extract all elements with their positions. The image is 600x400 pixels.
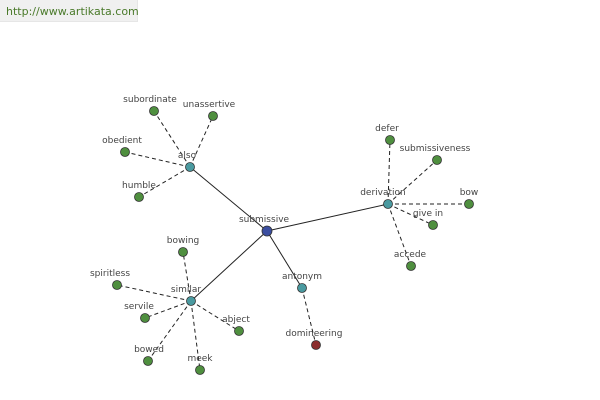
- label-submissiveness[interactable]: submissiveness: [400, 144, 471, 154]
- edge-submissive-antonym: [266, 230, 303, 289]
- label-bow[interactable]: bow: [460, 188, 479, 198]
- graph-edges: [116, 110, 469, 371]
- node-subordinate[interactable]: [149, 106, 159, 116]
- node-abject[interactable]: [234, 326, 244, 336]
- node-bowed[interactable]: [143, 356, 153, 366]
- node-humble[interactable]: [134, 192, 144, 202]
- edge-submissive-derivation: [266, 203, 389, 232]
- url-bar: http://www.artikata.com: [0, 0, 139, 22]
- edge-similar-bowing: [182, 251, 192, 302]
- node-submissive[interactable]: [261, 225, 273, 237]
- edge-also-unassertive: [189, 115, 214, 168]
- edge-derivation-defer: [387, 139, 391, 205]
- label-bowing[interactable]: bowing: [167, 236, 200, 246]
- edge-similar-servile: [144, 300, 192, 319]
- label-submissive[interactable]: submissive: [239, 215, 290, 225]
- edge-derivation-give-in: [387, 203, 434, 226]
- edge-similar-bowed: [147, 300, 192, 362]
- label-abject[interactable]: abject: [222, 315, 250, 325]
- label-spiritless[interactable]: spiritless: [90, 269, 130, 279]
- edge-submissive-also: [189, 166, 268, 232]
- label-meek[interactable]: meek: [187, 354, 213, 364]
- label-give-in[interactable]: give in: [413, 209, 443, 219]
- node-also[interactable]: [185, 162, 195, 172]
- node-defer[interactable]: [385, 135, 395, 145]
- edge-similar-spiritless: [116, 284, 192, 302]
- node-obedient[interactable]: [120, 147, 130, 157]
- label-bowed[interactable]: bowed: [134, 345, 164, 355]
- node-domineering[interactable]: [311, 340, 321, 350]
- edge-similar-meek: [190, 300, 201, 371]
- node-antonym[interactable]: [297, 283, 307, 293]
- label-unassertive[interactable]: unassertive: [183, 100, 236, 110]
- label-also[interactable]: also: [178, 151, 197, 161]
- label-humble[interactable]: humble: [122, 181, 156, 191]
- label-derivation[interactable]: derivation: [360, 188, 406, 198]
- edge-derivation-submissiveness: [387, 159, 438, 205]
- label-antonym[interactable]: antonym: [282, 272, 322, 282]
- label-defer[interactable]: defer: [375, 124, 399, 134]
- node-unassertive[interactable]: [208, 111, 218, 121]
- node-spiritless[interactable]: [112, 280, 122, 290]
- node-bowing[interactable]: [178, 247, 188, 257]
- site-url-link[interactable]: http://www.artikata.com: [6, 5, 139, 18]
- edge-submissive-similar: [190, 230, 268, 302]
- label-similar[interactable]: similar: [171, 285, 201, 295]
- node-accede[interactable]: [406, 261, 416, 271]
- graph-labels: subordinate unassertive obedient humble also…: [90, 95, 478, 364]
- node-derivation[interactable]: [383, 199, 393, 209]
- edge-also-humble: [138, 166, 191, 198]
- node-submissiveness[interactable]: [432, 155, 442, 165]
- edge-antonym-domineering: [301, 287, 317, 346]
- label-subordinate[interactable]: subordinate: [123, 95, 177, 105]
- label-domineering[interactable]: domineering: [286, 329, 343, 339]
- node-bow[interactable]: [464, 199, 474, 209]
- label-servile[interactable]: servile: [124, 302, 154, 312]
- node-meek[interactable]: [195, 365, 205, 375]
- graph-nodes: [112, 106, 474, 375]
- node-similar[interactable]: [186, 296, 196, 306]
- label-obedient[interactable]: obedient: [102, 136, 142, 146]
- node-servile[interactable]: [140, 313, 150, 323]
- node-give-in[interactable]: [428, 220, 438, 230]
- edge-similar-abject: [190, 300, 240, 332]
- label-accede[interactable]: accede: [394, 250, 427, 260]
